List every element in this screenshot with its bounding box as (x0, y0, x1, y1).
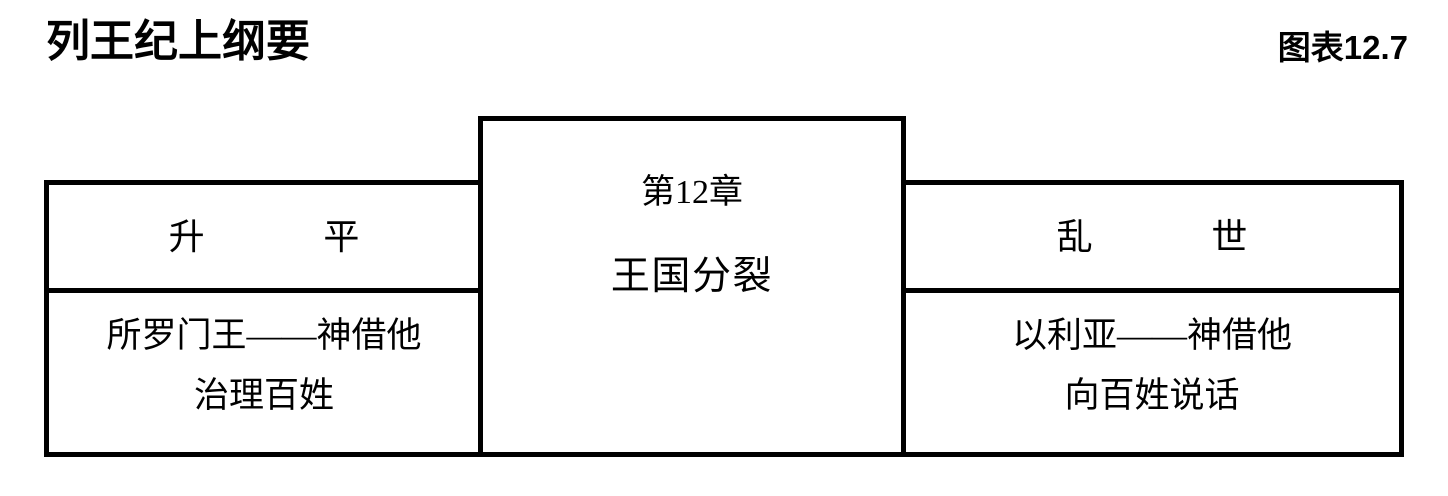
left-panel-body-cell: 所罗门王——神借他 治理百姓 (49, 293, 479, 452)
right-panel-body-cell: 以利亚——神借他 向百姓说话 (905, 293, 1399, 452)
left-panel-header-cell: 升 平 (49, 185, 479, 293)
page-title: 列王纪上纲要 (46, 17, 310, 66)
center-panel: 第12章 王国分裂 (478, 116, 906, 457)
center-panel-heading: 王国分裂 (610, 255, 774, 298)
center-panel-chapter-label: 第12章 (641, 174, 743, 211)
center-panel-content: 第12章 王国分裂 (483, 121, 901, 452)
right-panel-heading: 乱 世 (1056, 215, 1289, 257)
right-panel-header-cell: 乱 世 (905, 185, 1399, 293)
right-panel: 乱 世 以利亚——神借他 向百姓说话 (900, 180, 1404, 457)
right-panel-body-text: 以利亚——神借他 向百姓说话 (1011, 315, 1292, 415)
left-panel: 升 平 所罗门王——神借他 治理百姓 (44, 180, 484, 457)
left-panel-body-text: 所罗门王——神借他 治理百姓 (106, 315, 422, 415)
figure-number-label: 图表12.7 (1277, 29, 1408, 66)
left-panel-heading: 升 平 (168, 215, 401, 257)
